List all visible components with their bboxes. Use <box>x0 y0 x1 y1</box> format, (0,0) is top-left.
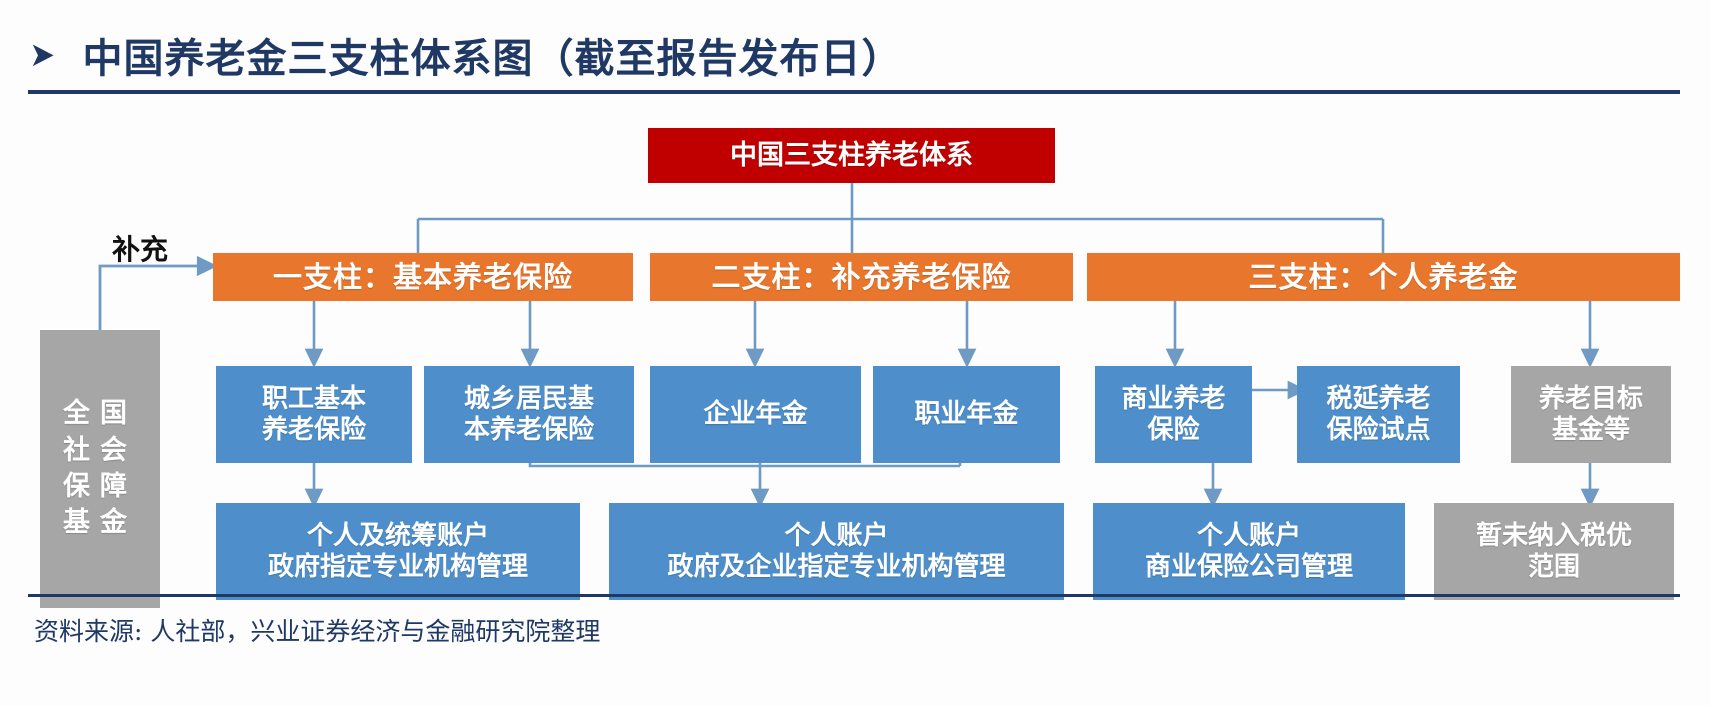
node-mid-0-line-0: 职工基本 <box>261 383 366 414</box>
title-divider <box>28 90 1680 94</box>
node-pillar-3-label: 三支柱：个人养老金 <box>1248 259 1519 294</box>
node-individual-account-gov-enterprise[interactable]: 个人账户 政府及企业指定专业机构管理 <box>609 503 1064 600</box>
node-mid-4-line-1: 保险 <box>1147 414 1200 445</box>
node-individual-and-pooled-account[interactable]: 个人及统筹账户 政府指定专业机构管理 <box>216 503 580 600</box>
node-pillar-1-label: 一支柱：基本养老保险 <box>272 259 573 294</box>
node-pillar-1[interactable]: 一支柱：基本养老保险 <box>213 253 633 301</box>
node-root-label: 中国三支柱养老体系 <box>730 139 973 171</box>
node-pillar-2[interactable]: 二支柱：补充养老保险 <box>650 253 1073 301</box>
node-mid-3-line-0: 职业年金 <box>914 399 1019 430</box>
node-side-line-0: 全国 <box>63 398 137 430</box>
node-mid-6-line-1: 基金等 <box>1551 414 1630 445</box>
node-not-yet-tax-favored[interactable]: 暂未纳入税优 范围 <box>1434 503 1674 600</box>
node-mid-6-line-0: 养老目标 <box>1538 383 1643 414</box>
node-bottom-1-line-1: 政府及企业指定专业机构管理 <box>667 551 1006 582</box>
node-pillar-3[interactable]: 三支柱：个人养老金 <box>1087 253 1680 301</box>
node-bottom-0-line-0: 个人及统筹账户 <box>306 520 489 551</box>
page-title: ➤ 中国养老金三支柱体系图（截至报告发布日） <box>28 24 1678 86</box>
node-mid-4-line-0: 商业养老 <box>1121 383 1226 414</box>
footer-divider <box>28 594 1680 597</box>
node-commercial-pension-insurance[interactable]: 商业养老 保险 <box>1095 366 1252 463</box>
node-side-line-2: 保障 <box>63 471 137 502</box>
node-pillar-2-label: 二支柱：补充养老保险 <box>711 259 1012 294</box>
node-occupational-annuity[interactable]: 职业年金 <box>873 366 1060 463</box>
triangle-right-icon: ➤ <box>29 35 56 75</box>
node-bottom-1-line-0: 个人账户 <box>784 520 889 551</box>
node-bottom-3-line-1: 范围 <box>1527 551 1580 582</box>
node-bottom-2-line-0: 个人账户 <box>1196 520 1301 551</box>
node-root[interactable]: 中国三支柱养老体系 <box>648 128 1055 183</box>
node-individual-account-insurer[interactable]: 个人账户 商业保险公司管理 <box>1093 503 1405 600</box>
node-tax-deferred-pension-pilot[interactable]: 税延养老 保险试点 <box>1297 366 1460 463</box>
node-side-line-3: 基金 <box>63 507 137 539</box>
node-mid-1-line-1: 本养老保险 <box>463 414 594 445</box>
node-mid-5-line-0: 税延养老 <box>1326 383 1431 414</box>
node-mid-2-line-0: 企业年金 <box>703 399 808 430</box>
node-side-line-1: 社会 <box>63 434 137 466</box>
node-target-date-funds[interactable]: 养老目标 基金等 <box>1511 366 1671 463</box>
source-note: 资料来源: 人社部，兴业证券经济与金融研究院整理 <box>34 617 601 646</box>
page-title-text: 中国养老金三支柱体系图（截至报告发布日） <box>82 35 903 82</box>
node-urban-rural-resident-basic-pension[interactable]: 城乡居民基 本养老保险 <box>424 366 634 463</box>
relation-label-supplement: 补充 <box>112 233 169 266</box>
node-bottom-2-line-1: 商业保险公司管理 <box>1144 551 1353 582</box>
node-national-social-security-fund[interactable]: 全国 社会 保障 基金 <box>40 330 160 608</box>
node-mid-1-line-0: 城乡居民基 <box>463 383 594 414</box>
node-bottom-3-line-0: 暂未纳入税优 <box>1475 520 1632 551</box>
node-bottom-0-line-1: 政府指定专业机构管理 <box>267 551 528 582</box>
node-mid-0-line-1: 养老保险 <box>261 414 366 445</box>
node-mid-5-line-1: 保险试点 <box>1326 414 1431 445</box>
node-employee-basic-pension[interactable]: 职工基本 养老保险 <box>216 366 412 463</box>
node-enterprise-annuity[interactable]: 企业年金 <box>650 366 861 463</box>
